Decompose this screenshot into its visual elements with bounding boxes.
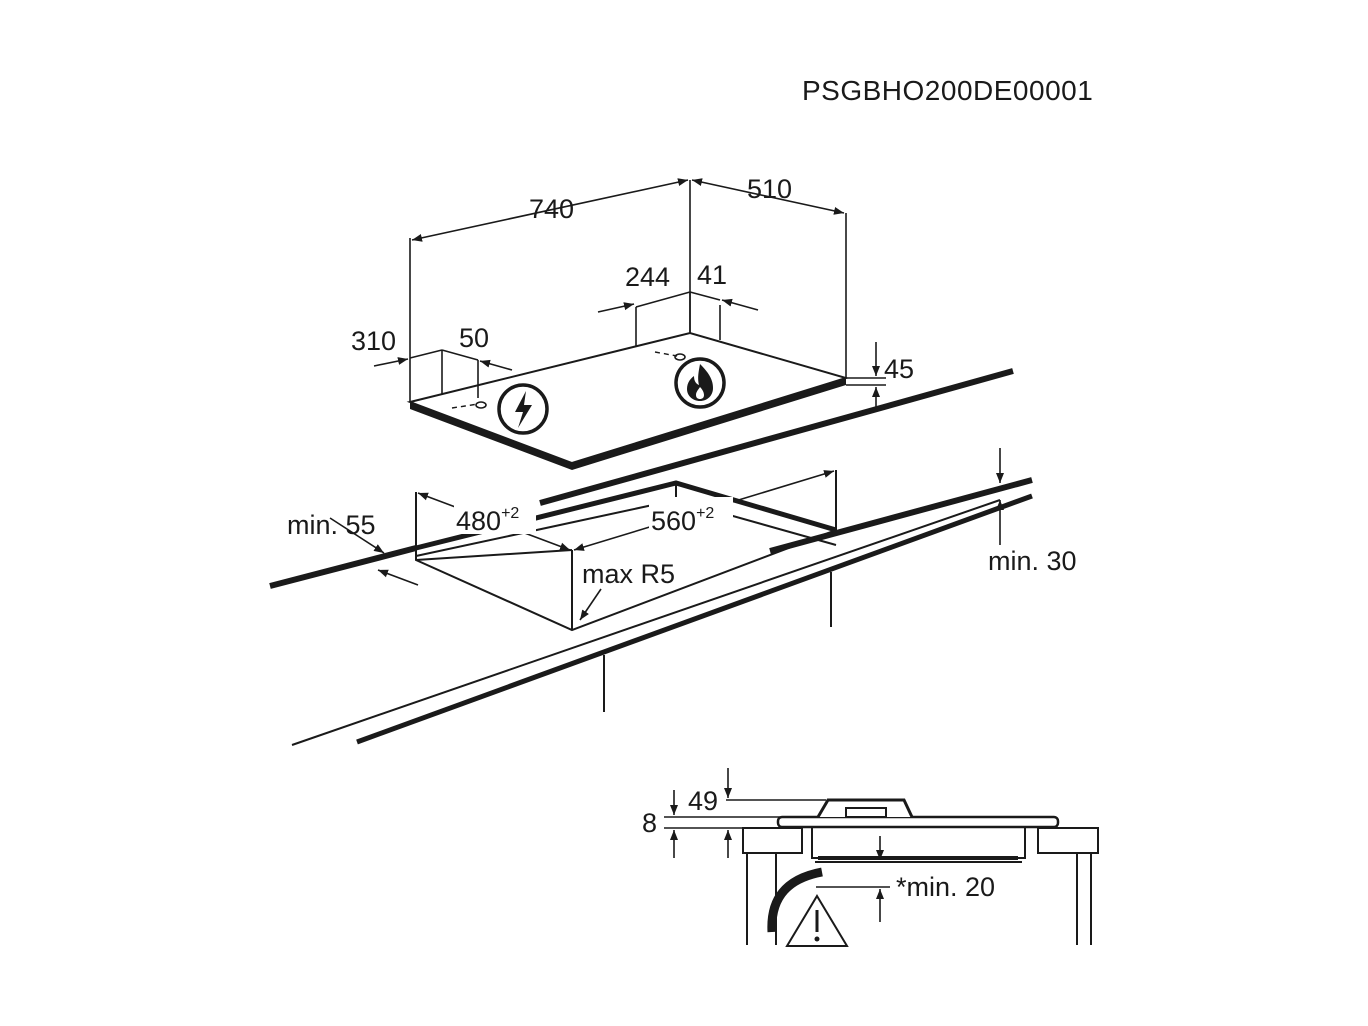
dim-41-label: 41 (697, 260, 727, 290)
dim-8-label: 8 (642, 808, 657, 838)
warning-triangle-icon (785, 894, 849, 947)
dim-244-label: 244 (625, 262, 670, 292)
dim-310-label: 310 (351, 326, 396, 356)
worktop-drawing (269, 368, 1033, 746)
document-code: PSGBHO200DE00001 (802, 75, 1093, 106)
dim-50-label: 50 (459, 323, 489, 353)
hob-drawing (373, 178, 886, 470)
dim-49-label: 49 (688, 786, 718, 816)
svg-text:480+2: 480+2 (456, 505, 519, 536)
svg-text:560+2: 560+2 (651, 505, 714, 536)
dim-740-label: 740 (529, 194, 574, 224)
dim-45-label: 45 (884, 354, 914, 384)
min-30-label: min. 30 (988, 546, 1077, 576)
gas-flame-icon (674, 357, 726, 409)
lightning-bolt-icon (497, 383, 549, 435)
min-55-label: min. 55 (287, 510, 376, 540)
dim-510-label: 510 (747, 174, 792, 204)
min-20-label: *min. 20 (896, 872, 995, 902)
cutout-width-label: 560+2 (649, 497, 733, 536)
cutout-depth-label: 480+2 (454, 500, 536, 536)
max-r5-label: max R5 (582, 559, 675, 589)
side-section-drawing (664, 768, 1099, 947)
